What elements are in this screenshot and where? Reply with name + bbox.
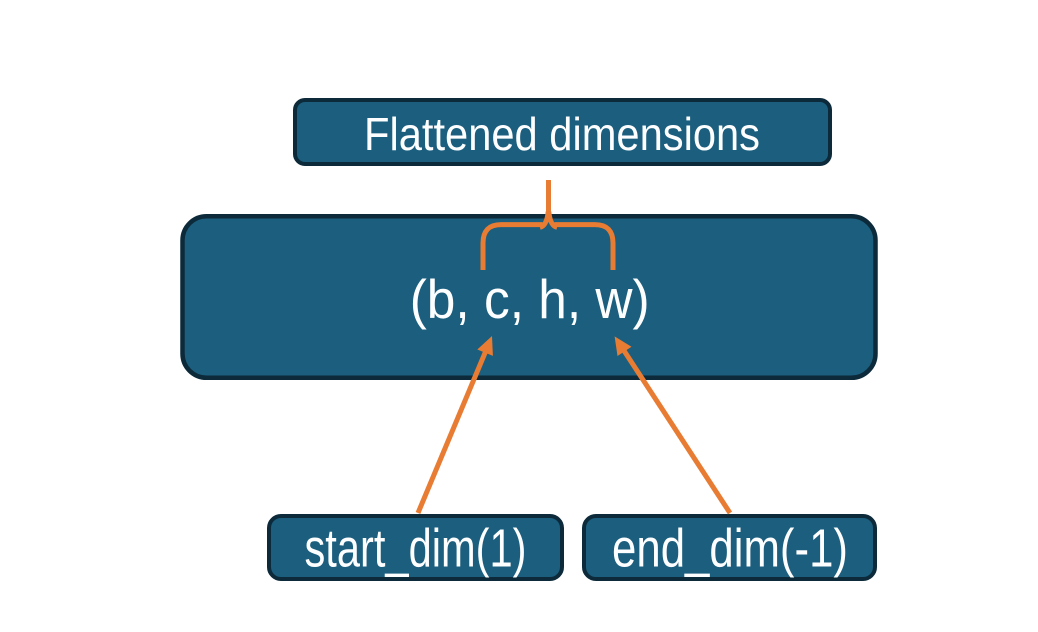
svg-text:end_dim(-1): end_dim(-1): [612, 519, 848, 579]
svg-text:Flattened dimensions: Flattened dimensions: [364, 108, 760, 160]
svg-text:(b, c, h, w): (b, c, h, w): [410, 268, 650, 330]
svg-text:start_dim(1): start_dim(1): [305, 519, 527, 579]
